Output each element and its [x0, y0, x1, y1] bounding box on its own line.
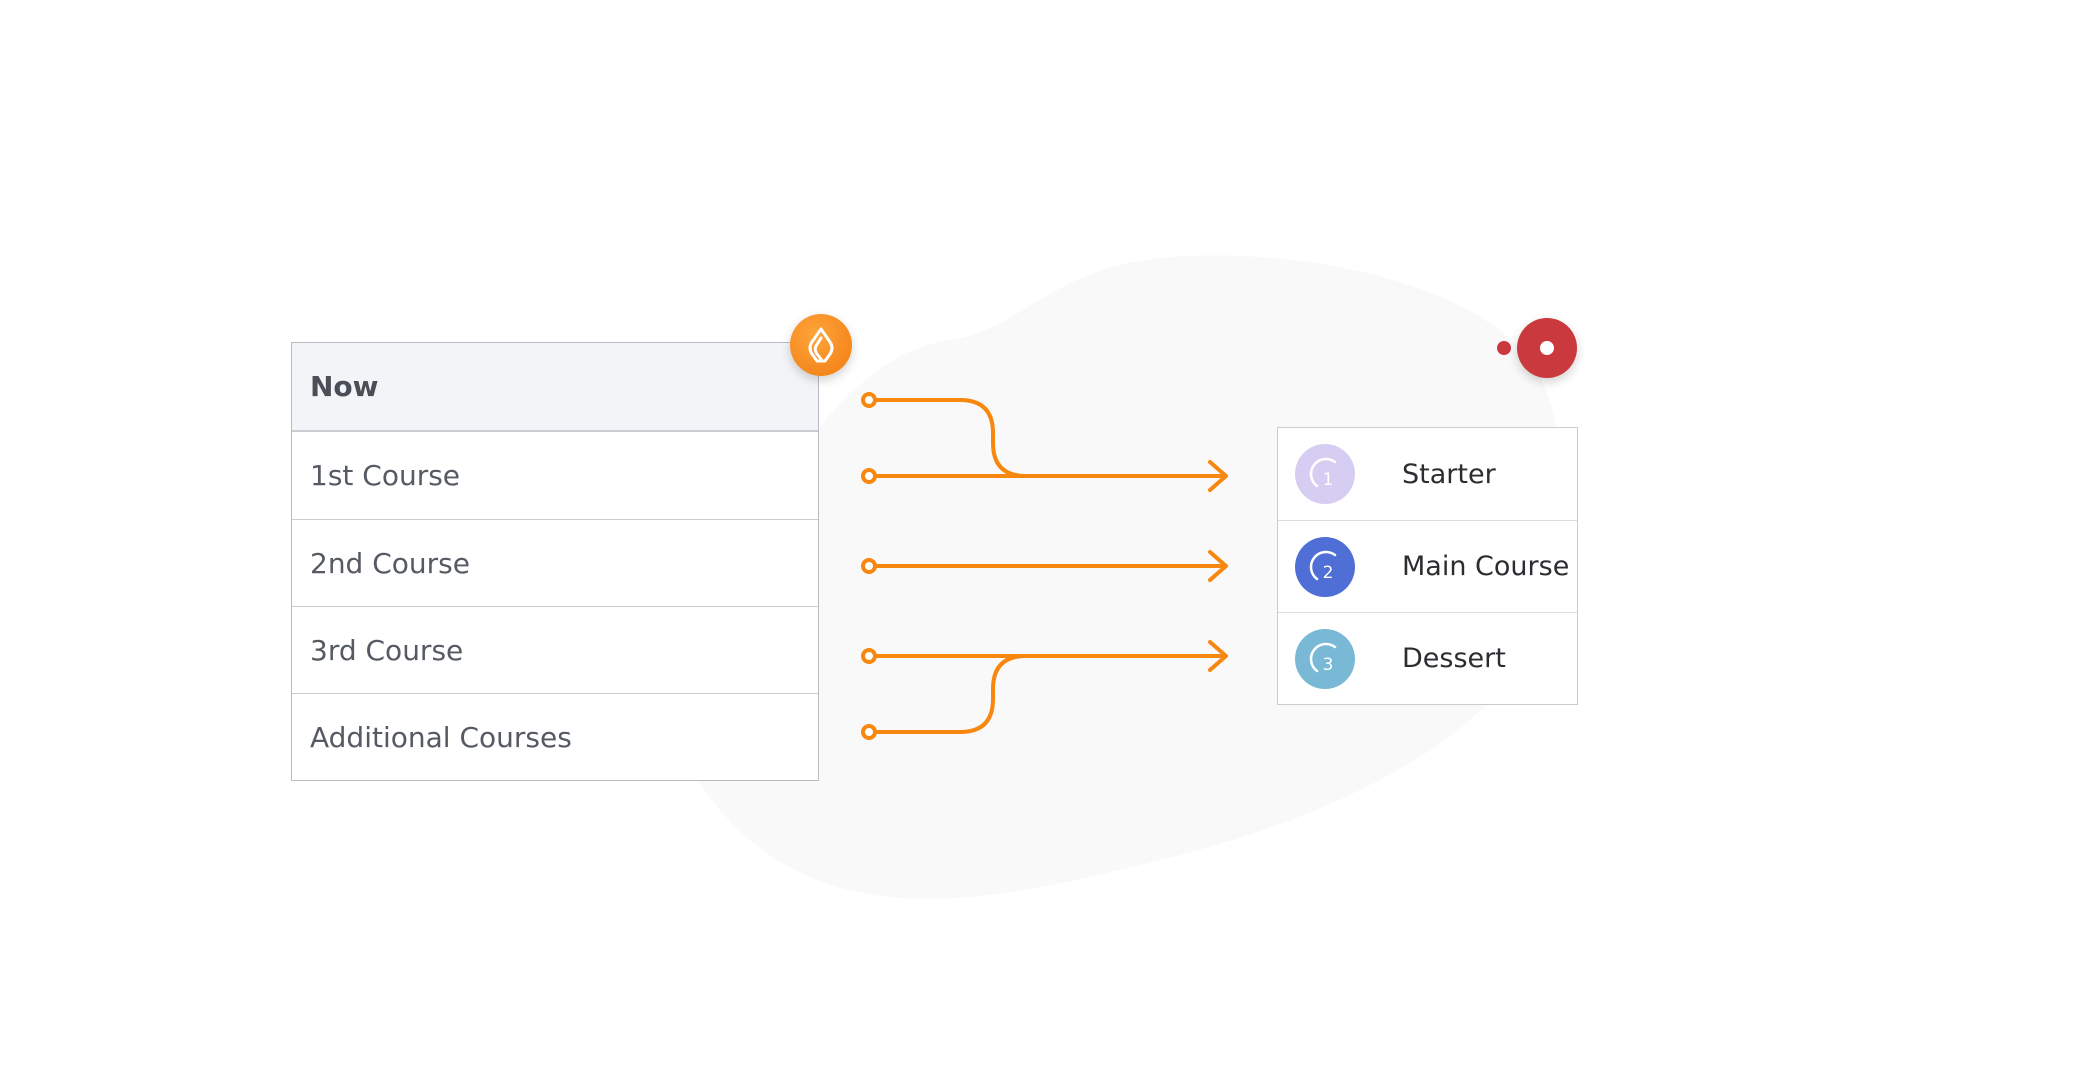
row-additional-courses-label: Additional Courses	[310, 720, 572, 754]
course-2-glyph: 2	[1309, 550, 1337, 583]
pos-course-table: Now 1st Course 2nd Course 3rd Course Add…	[291, 342, 819, 781]
row-2nd-course: 2nd Course	[292, 519, 818, 606]
connector-now	[872, 398, 1028, 478]
course-1-glyph: 1	[1309, 457, 1337, 490]
course-starter-label: Starter	[1402, 458, 1496, 490]
course-2-icon: 2	[1295, 536, 1355, 597]
course-1-icon: 1	[1295, 444, 1355, 504]
course-2-number: 2	[1323, 563, 1334, 583]
connector-start-3rd-course	[861, 648, 877, 664]
course-1-number: 1	[1323, 470, 1334, 490]
row-3rd-course-label: 3rd Course	[310, 633, 464, 667]
connector-start-2nd-course	[861, 558, 877, 574]
blob-shape	[681, 255, 1560, 899]
connector-start-additional-courses	[861, 724, 877, 740]
arrow-dessert	[1208, 640, 1228, 672]
record-indicator-dot	[1497, 341, 1511, 355]
row-additional-courses: Additional Courses	[292, 693, 818, 780]
course-main-course-label: Main Course	[1402, 551, 1570, 582]
course-3-glyph: 3	[1309, 642, 1337, 675]
row-dessert: 3 Dessert	[1278, 612, 1577, 704]
row-starter: 1 Starter	[1278, 428, 1577, 520]
record-icon-center	[1540, 341, 1554, 355]
course-dessert-label: Dessert	[1402, 643, 1506, 674]
arrow-main-course	[1208, 550, 1228, 582]
row-now-label: Now	[310, 370, 379, 403]
connector-start-1st-course	[861, 468, 877, 484]
row-1st-course-label: 1st Course	[310, 459, 461, 492]
record-icon	[1517, 318, 1577, 378]
row-main-course: 2 Main Course	[1278, 520, 1577, 612]
kitchen-course-table: 1 Starter 2 Main Course 3 Dessert	[1277, 427, 1578, 705]
flame-glyph	[808, 327, 834, 363]
row-2nd-course-label: 2nd Course	[310, 546, 470, 580]
row-3rd-course: 3rd Course	[292, 606, 818, 693]
course-3-number: 3	[1323, 655, 1334, 675]
connector-start-now	[861, 392, 877, 408]
arrow-starter	[1208, 460, 1228, 492]
row-now: Now	[292, 343, 818, 432]
lightspeed-flame-icon	[790, 314, 852, 376]
row-1st-course: 1st Course	[292, 432, 818, 519]
connector-additional-courses	[872, 654, 1028, 734]
course-3-icon: 3	[1295, 628, 1355, 689]
